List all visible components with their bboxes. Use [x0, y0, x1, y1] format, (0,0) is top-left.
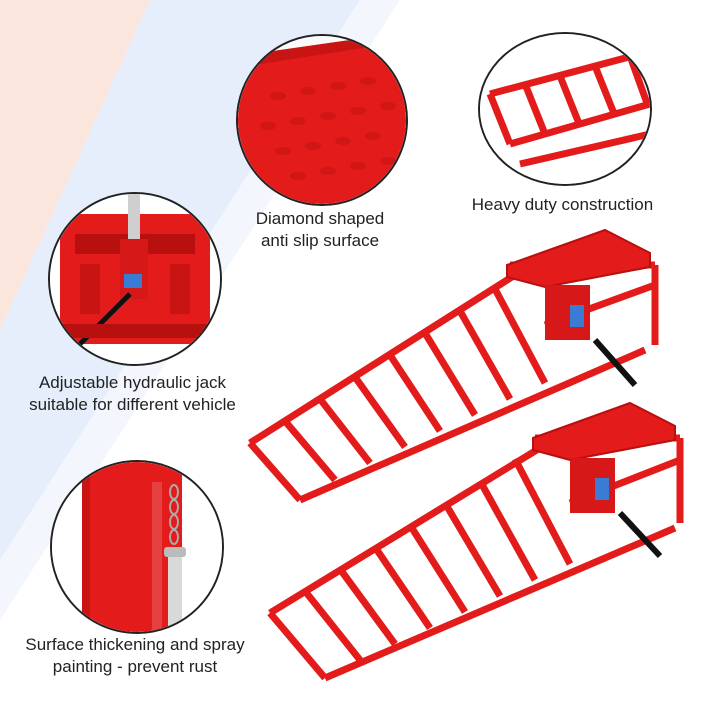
diamond-plate-detail-image [236, 34, 408, 206]
caption-surface-painting: Surface thickening and spray painting - … [10, 634, 260, 678]
caption-surface-line1: Surface thickening and spray [25, 635, 245, 654]
caption-diamond-line1: Diamond shaped [255, 209, 385, 228]
car-ramp-upper-image [247, 228, 659, 504]
caption-hydraulic-line2: suitable for different vehicle [29, 395, 236, 414]
heavy-duty-frame-detail-image [478, 32, 652, 186]
caption-hydraulic-line1: Adjustable hydraulic jack [38, 373, 227, 392]
caption-diamond-line2: anti slip surface [260, 231, 380, 250]
car-ramp-lower-image [267, 401, 684, 682]
caption-diamond-surface: Diamond shaped anti slip surface [240, 208, 400, 252]
caption-heavy-duty: Heavy duty construction [455, 194, 670, 216]
caption-hydraulic-jack: Adjustable hydraulic jack suitable for d… [10, 372, 255, 416]
hydraulic-jack-detail-image [48, 192, 222, 366]
caption-heavy-line1: Heavy duty construction [471, 195, 654, 214]
caption-surface-line2: painting - prevent rust [52, 657, 218, 676]
surface-thickening-detail-image [50, 460, 224, 634]
